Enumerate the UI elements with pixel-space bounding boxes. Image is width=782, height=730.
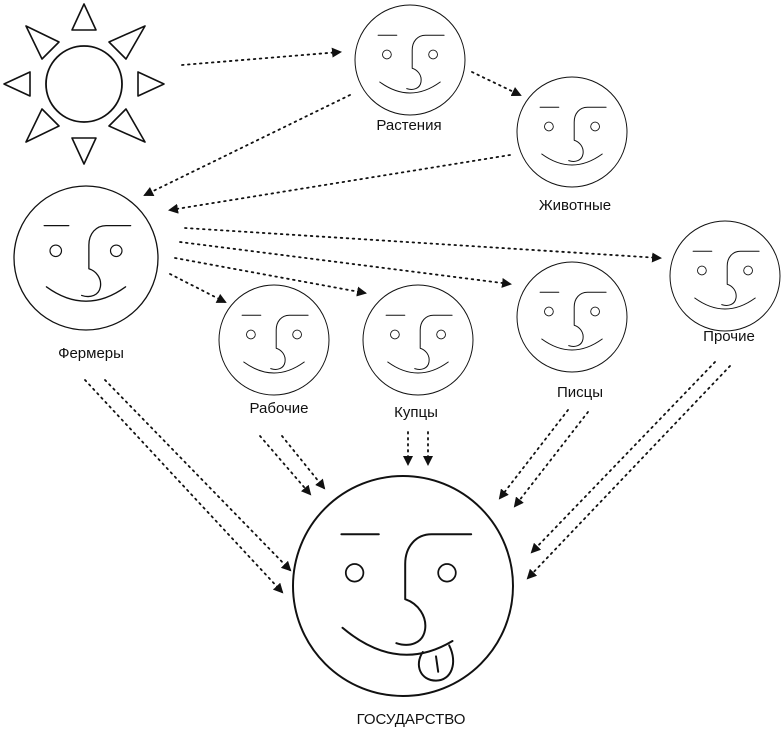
arrow-others-to-state-1 [530,361,716,554]
arrow-farmers-to-scribes [179,241,512,288]
state-node: ГОСУДАРСТВО [292,475,514,728]
arrow-plants-to-farmers [143,94,351,196]
sun-icon [3,3,165,165]
arrow-others-to-state-2 [526,365,731,580]
state-label: ГОСУДАРСТВО [357,711,466,728]
workers-node: Рабочие [218,284,330,417]
workers-label: Рабочие [250,400,309,417]
arrow-scribes-to-state-1 [498,409,569,500]
smiling-face-icon [218,284,330,396]
smiling-face-icon [516,261,628,373]
smiling-face-icon [354,4,466,116]
smiling-face-icon [516,76,628,188]
animals-label: Животные [539,197,611,214]
arrows [84,47,731,594]
tongue-out-face-icon [292,475,514,697]
farmers-label: Фермеры [58,345,124,362]
arrow-scribes-to-state-2 [513,411,589,508]
scribes-label: Писцы [557,384,603,401]
arrow-farmers-to-state-1 [84,379,284,594]
arrow-farmers-to-merchants [174,257,367,297]
arrow-farmers-to-workers [169,273,227,303]
merchants-node: Купцы [362,284,474,421]
scribes-node: Писцы [516,261,628,401]
smiling-face-icon [362,284,474,396]
arrow-plants-to-animals [471,71,522,97]
farmers-node: Фермеры [13,185,159,362]
others-node: Прочие [669,220,781,345]
smiling-face-icon [669,220,781,332]
smiling-face-icon [13,185,159,331]
animals-node: Животные [516,76,628,214]
merchants-label: Купцы [394,404,438,421]
arrow-workers-to-state-1 [259,435,312,496]
others-label: Прочие [703,328,755,345]
arrow-farmers-to-others [184,227,662,263]
plants-node: Растения [354,4,466,134]
plants-label: Растения [376,117,441,134]
arrow-animals-to-farmers [168,154,511,214]
arrow-workers-to-state-2 [281,435,326,490]
arrow-farmers-to-state-2 [104,379,292,572]
arrow-sun-to-plants [181,47,342,66]
